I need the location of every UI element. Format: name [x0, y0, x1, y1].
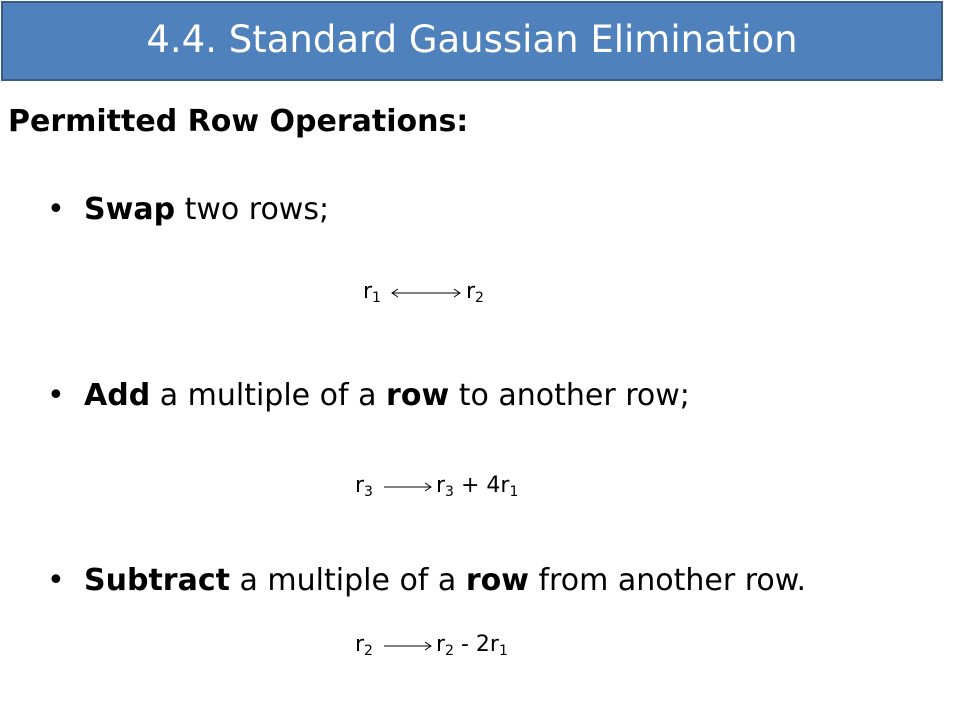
bullet-bold2-add: row	[386, 378, 450, 413]
formula-swap-left-var: r	[363, 279, 373, 304]
double-headed-arrow-icon	[391, 288, 461, 298]
formula-swap-right: r2	[466, 279, 484, 306]
formula-swap-right-sub: 2	[475, 290, 484, 306]
formula-add-op-sub: 1	[509, 484, 519, 500]
bullet-text-subtract: Subtract a multiple of a row from anothe…	[84, 563, 806, 599]
formula-subtract-left-sub: 2	[364, 643, 373, 659]
bullet-bold2-subtract: row	[465, 563, 529, 598]
formula-add-left-sub: 3	[364, 484, 373, 500]
formula-add-right-sub: 3	[445, 484, 454, 500]
formula-subtract-right-var: r	[436, 632, 446, 657]
right-arrow-icon	[384, 482, 432, 492]
formula-add-left: r3	[355, 473, 373, 500]
bullet-icon: •	[47, 192, 65, 227]
formula-add-right-var: r	[436, 473, 446, 498]
bullet-bold-subtract: Subtract	[84, 563, 230, 598]
formula-subtract-op-sub: 1	[498, 643, 508, 659]
bullet-text-swap: Swap two rows;	[84, 192, 329, 228]
formula-add-right: r3 + 4r1	[436, 473, 519, 500]
bullet-rest-add: to another row;	[449, 378, 690, 413]
bullet-mid-add: a multiple of a	[150, 378, 387, 413]
bullet-mid-subtract: a multiple of a	[229, 563, 466, 598]
section-heading: Permitted Row Operations:	[8, 104, 469, 139]
bullet-icon: •	[47, 378, 65, 413]
bullet-text-add: Add a multiple of a row to another row;	[84, 378, 690, 414]
formula-subtract-left: r2	[355, 632, 373, 659]
formula-swap-right-var: r	[466, 279, 476, 304]
formula-subtract-left-var: r	[355, 632, 365, 657]
formula-swap: r1	[363, 279, 381, 306]
formula-add-op: + 4r	[453, 473, 510, 498]
formula-add-left-var: r	[355, 473, 365, 498]
title-bar: 4.4. Standard Gaussian Elimination	[1, 1, 943, 81]
formula-subtract-right: r2 - 2r1	[436, 632, 508, 659]
bullet-bold-add: Add	[84, 378, 151, 413]
bullet-rest-swap: two rows;	[175, 192, 330, 227]
bullet-rest-subtract: from another row.	[528, 563, 807, 598]
bullet-bold-swap: Swap	[84, 192, 176, 227]
formula-subtract-right-sub: 2	[445, 643, 454, 659]
slide-title: 4.4. Standard Gaussian Elimination	[146, 17, 798, 61]
bullet-icon: •	[47, 563, 65, 598]
formula-subtract-op: - 2r	[453, 632, 499, 657]
right-arrow-icon	[384, 641, 432, 651]
formula-swap-left-sub: 1	[372, 290, 381, 306]
